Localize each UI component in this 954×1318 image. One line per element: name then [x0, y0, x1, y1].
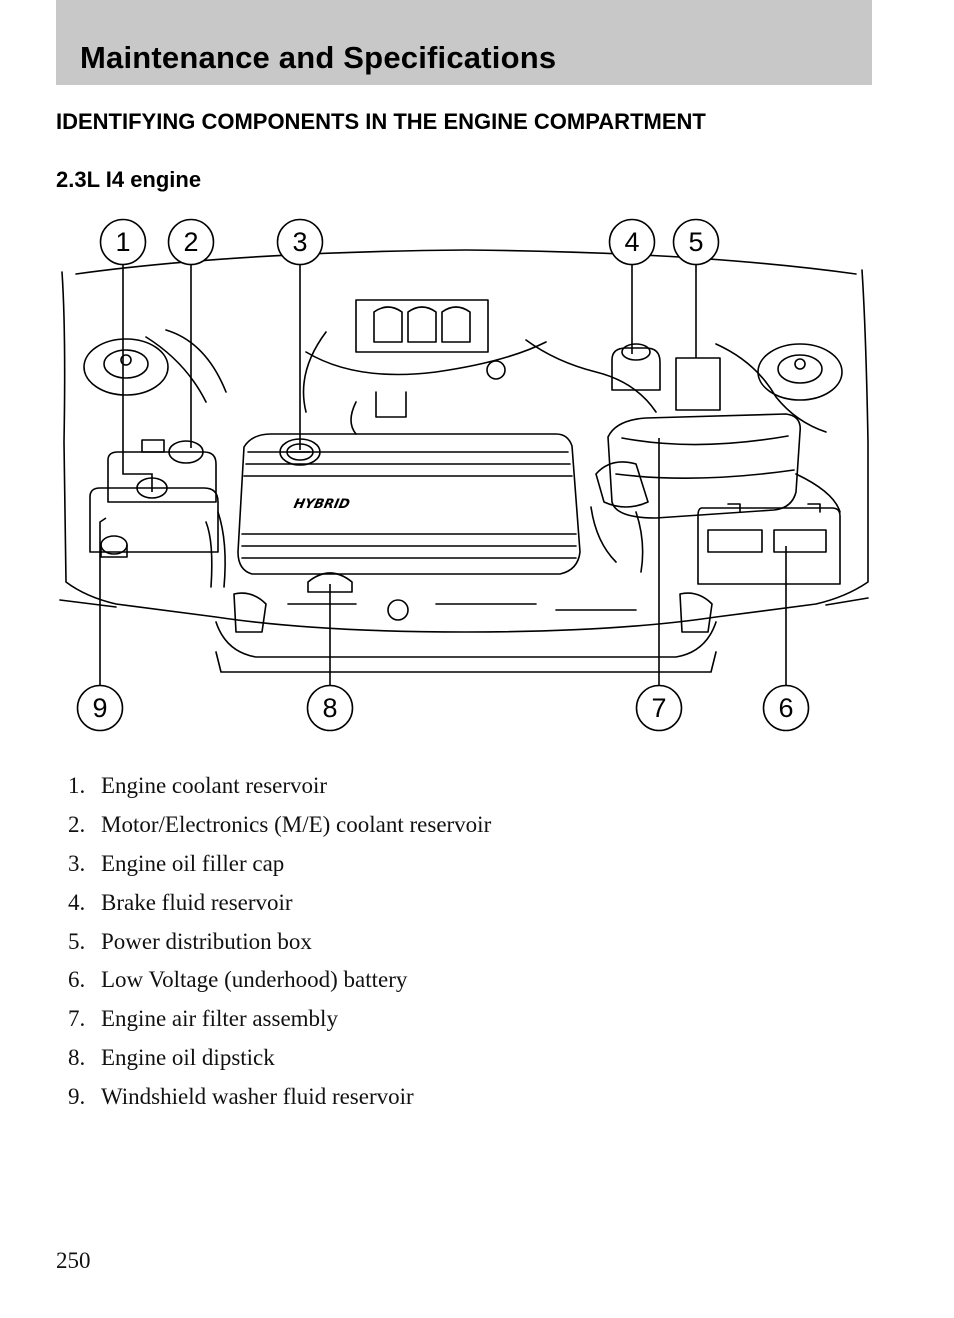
callout-5 [672, 218, 720, 266]
list-item-label: Engine coolant reservoir [101, 773, 328, 798]
list-item: 9. Windshield washer fluid reservoir [68, 1078, 491, 1117]
list-item-label: Low Voltage (underhood) battery [101, 967, 408, 993]
compartment-outline [61, 269, 869, 633]
callout-label-3: 3 [292, 227, 307, 257]
engine-coolant-reservoir-shape [107, 451, 217, 503]
callout-3 [276, 218, 324, 266]
component-legend: 1. Engine coolant reservoir 2. Motor/Elect… [68, 767, 491, 1117]
callout-7 [635, 684, 683, 732]
list-item-label: Power distribution box [101, 928, 312, 954]
callout-1 [99, 218, 147, 266]
list-item: 5. Power distribution box [68, 923, 491, 962]
callout-label-9: 9 [92, 693, 107, 723]
list-item-number: 7. [68, 1006, 86, 1032]
list-item-label: Brake fluid reservoir [101, 889, 293, 915]
list-item: 1. Engine coolant reservoir [68, 767, 491, 806]
callout-6 [762, 684, 810, 732]
battery-shape [697, 507, 841, 585]
list-item-number: 5. [68, 928, 86, 954]
air-filter-assembly-shape [607, 413, 802, 519]
engine-compartment-diagram: HYBRID 1 2 3 4 5 6 7 8 9 [59, 218, 869, 732]
callout-label-1: 1 [115, 227, 130, 257]
callout-8 [306, 684, 354, 732]
callout-9 [76, 684, 124, 732]
list-item-number: 9. [68, 1084, 86, 1110]
callout-label-6: 6 [778, 693, 793, 723]
callout-label-2: 2 [183, 227, 198, 257]
list-item-label: Engine air filter assembly [101, 1006, 338, 1032]
callout-4 [608, 218, 656, 266]
page-number: 250 [56, 1248, 91, 1273]
header-bar: Maintenance and Specifications [56, 0, 872, 85]
list-item-label: Motor/Electronics (M/E) coolant reservoi… [101, 811, 492, 837]
list-item: 4. Brake fluid reservoir [68, 884, 491, 923]
list-item-number: 6. [68, 967, 86, 993]
page-title: Maintenance and Specifications [80, 40, 557, 75]
callout-label-7: 7 [651, 693, 666, 723]
list-item: 2. Motor/Electronics (M/E) coolant reserv… [68, 806, 491, 845]
list-item-label: Engine oil dipstick [101, 1045, 275, 1071]
engine-cover-shape [237, 433, 581, 575]
list-item: 8. Engine oil dipstick [68, 1039, 491, 1078]
list-item-number: 4. [68, 889, 86, 915]
callout-label-8: 8 [322, 693, 337, 723]
callout-2 [167, 218, 215, 266]
brake-fluid-reservoir-shape [611, 347, 661, 391]
list-item: 7. Engine air filter assembly [68, 1000, 491, 1039]
callout-label-5: 5 [688, 227, 703, 257]
engine-cover-logo: HYBRID [292, 497, 351, 512]
list-item: 3. Engine oil filler cap [68, 845, 491, 884]
list-item: 6. Low Voltage (underhood) battery [68, 961, 491, 1000]
me-coolant-reservoir-shape [89, 487, 219, 553]
list-item-label: Windshield washer fluid reservoir [101, 1084, 414, 1110]
list-item-number: 2. [68, 811, 86, 837]
list-item-number: 1. [68, 773, 86, 798]
list-item-number: 3. [68, 850, 86, 876]
callout-label-4: 4 [624, 227, 639, 257]
sub-heading: 2.3L I4 engine [56, 167, 202, 192]
list-item-number: 8. [68, 1045, 86, 1071]
list-item-label: Engine oil filler cap [101, 850, 285, 876]
power-distribution-box-shape [675, 357, 721, 411]
section-heading: IDENTIFYING COMPONENTS IN THE ENGINE COM… [56, 109, 706, 134]
